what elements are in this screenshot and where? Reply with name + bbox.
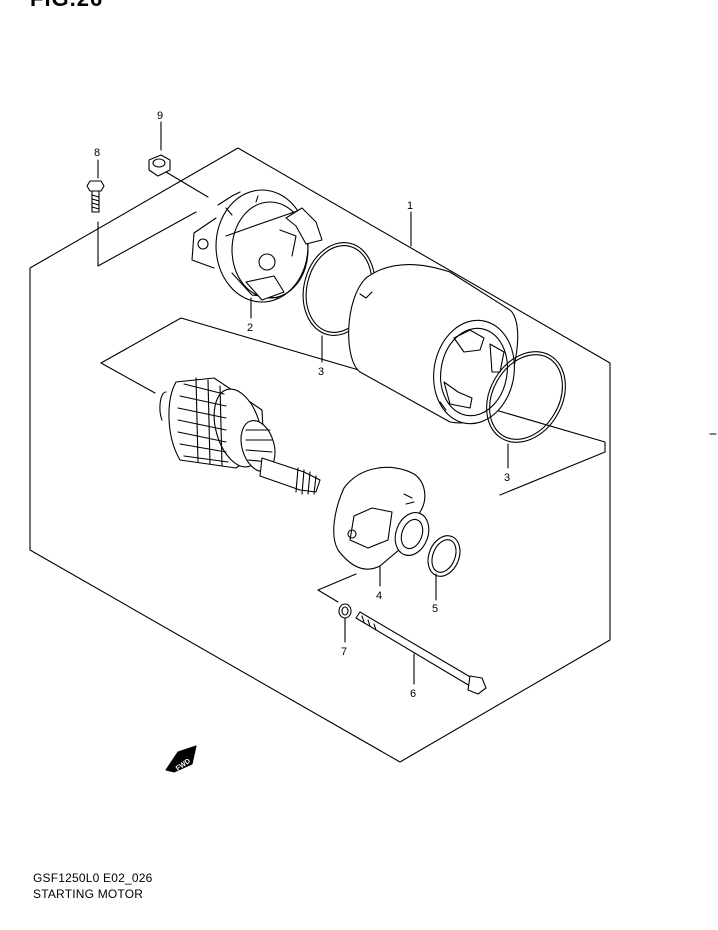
callout-7: 7: [341, 646, 347, 658]
fwd-arrow-icon: FWD: [166, 746, 196, 773]
callout-6: 6: [410, 688, 416, 700]
part-5-o-ring: [422, 531, 466, 581]
part-3-o-ring-lower: [471, 337, 581, 456]
callout-5: 5: [432, 603, 438, 615]
part-6-through-bolt: [356, 612, 486, 694]
model-code: GSF1250L0 E02_026: [33, 871, 153, 885]
bracket-8: [98, 212, 196, 266]
part-9-nut: [149, 155, 170, 176]
callout-3-upper: 3: [318, 366, 324, 378]
callout-4: 4: [376, 590, 382, 602]
part-8-bolt: [87, 181, 104, 212]
diagram-title: STARTING MOTOR: [33, 887, 144, 901]
part-4-front-bracket: [334, 467, 435, 569]
part-1-yoke: [349, 264, 523, 430]
callout-9: 9: [157, 110, 163, 122]
bracket-7: [318, 574, 356, 602]
assembly-frame: [30, 148, 610, 762]
callout-8: 8: [94, 147, 100, 159]
part-2-end-cover: [192, 190, 322, 302]
leader-9-to-cover: [166, 172, 208, 197]
figure-title: FIG.26: [30, 0, 103, 12]
callout-2: 2: [247, 322, 253, 334]
callout-3-lower: 3: [504, 472, 510, 484]
armature: [160, 378, 320, 494]
part-7-washer: [339, 604, 351, 618]
inner-frame-left: [101, 363, 155, 393]
inner-frame: [101, 318, 605, 495]
callout-1: 1: [407, 200, 413, 212]
